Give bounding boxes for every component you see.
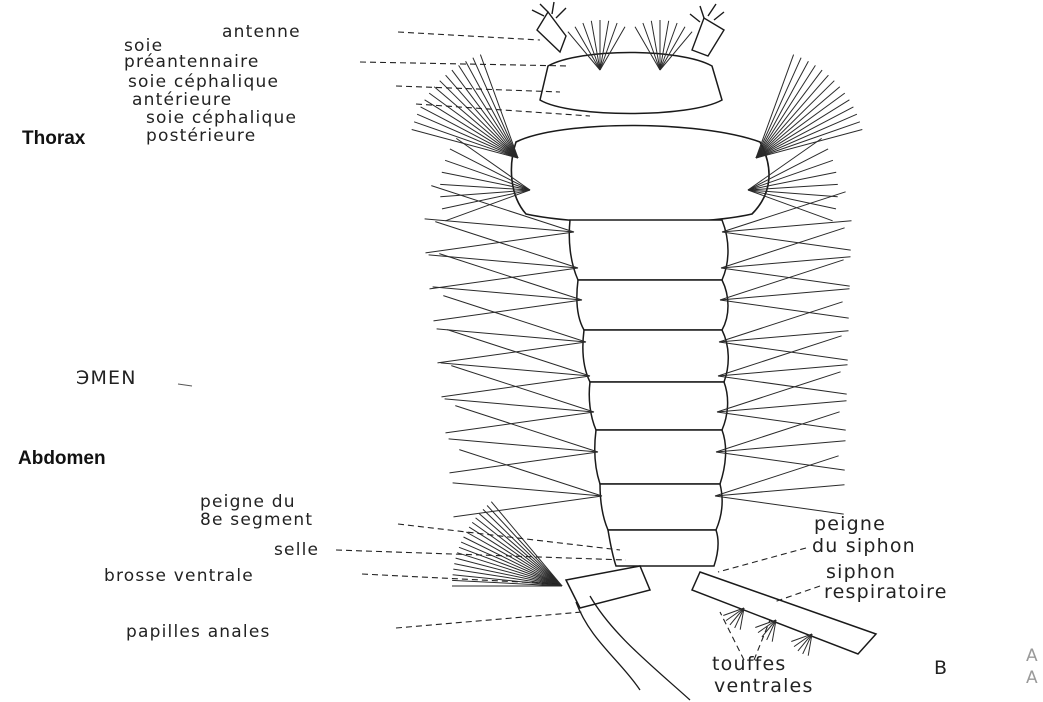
label-soie-preantennaire-2: préantennaire <box>124 52 260 72</box>
seta <box>476 518 562 586</box>
seta <box>446 412 595 433</box>
seta <box>719 302 843 342</box>
seta <box>716 412 840 452</box>
seta <box>716 441 846 452</box>
seta <box>430 268 579 289</box>
label-papilles-anales: papilles anales <box>126 622 271 642</box>
seta <box>451 366 594 412</box>
label-touffes-ventrales-2: ventrales <box>714 676 814 696</box>
label-peigne-8e-segment-1: peigne du <box>200 492 296 512</box>
label-omen-fragment: ЭMEN <box>76 368 137 388</box>
seta <box>445 399 594 412</box>
seta <box>721 228 845 268</box>
label-soie-cephalique-posterieure-2: postérieure <box>146 126 256 146</box>
antenna-left <box>532 2 566 52</box>
label-peigne-siphon-1: peigne <box>814 514 886 534</box>
seta <box>718 365 848 376</box>
seta <box>437 329 586 342</box>
seta <box>756 61 808 158</box>
seta <box>459 450 602 496</box>
head <box>540 53 722 114</box>
seta <box>720 289 850 300</box>
label-peigne-8e-segment-2: 8e segment <box>200 510 313 530</box>
seta <box>717 372 841 412</box>
seta <box>433 287 582 300</box>
seta <box>434 300 583 321</box>
seta <box>453 483 602 496</box>
label-siphon-respiratoire-2: respiratoire <box>824 582 948 602</box>
anal-papillae <box>576 596 690 700</box>
seta <box>429 255 578 268</box>
abdomen-segments <box>569 220 728 566</box>
seta <box>450 452 599 473</box>
anal-segment <box>566 566 650 608</box>
label-edge-letter-2: A <box>1026 668 1039 688</box>
seta <box>454 496 603 517</box>
seta <box>715 496 844 514</box>
label-touffes-ventrales-1: touffes <box>712 654 786 674</box>
label-edge-letter-1: A <box>1026 646 1039 666</box>
stray-mark <box>178 384 192 386</box>
seta <box>756 100 849 158</box>
seta <box>717 401 847 412</box>
abdomen-heading: Abdomen <box>18 448 106 470</box>
seta <box>722 221 852 232</box>
seta <box>718 336 842 376</box>
seta <box>438 342 587 363</box>
seta <box>435 222 578 268</box>
label-peigne-siphon-2: du siphon <box>812 536 916 556</box>
label-soie-cephalique-posterieure-1: soie céphalique <box>146 108 297 128</box>
seta <box>721 257 851 268</box>
seta <box>466 61 518 158</box>
thorax <box>511 126 769 224</box>
antenna-right <box>690 4 724 56</box>
seta <box>718 376 847 394</box>
label-figure-letter: B <box>934 658 948 678</box>
seta <box>722 232 851 250</box>
label-selle: selle <box>274 540 319 560</box>
seta <box>720 300 849 318</box>
seta <box>756 81 834 158</box>
seta <box>720 260 844 300</box>
label-soie-cephalique-anterieure-2: antérieure <box>132 90 232 110</box>
seta <box>440 81 518 158</box>
label-antenne: antenne <box>222 22 301 42</box>
seta <box>717 412 846 430</box>
seta <box>715 485 845 496</box>
seta <box>719 342 848 360</box>
label-soie-cephalique-anterieure-1: soie céphalique <box>128 72 279 92</box>
label-siphon-respiratoire-1: siphon <box>826 562 896 582</box>
seta <box>721 268 850 286</box>
seta <box>449 439 598 452</box>
seta <box>439 254 582 300</box>
thorax-heading: Thorax <box>22 128 85 150</box>
seta <box>716 452 845 470</box>
seta <box>715 456 839 496</box>
seta <box>421 107 518 158</box>
label-brosse-ventrale: brosse ventrale <box>104 566 254 586</box>
